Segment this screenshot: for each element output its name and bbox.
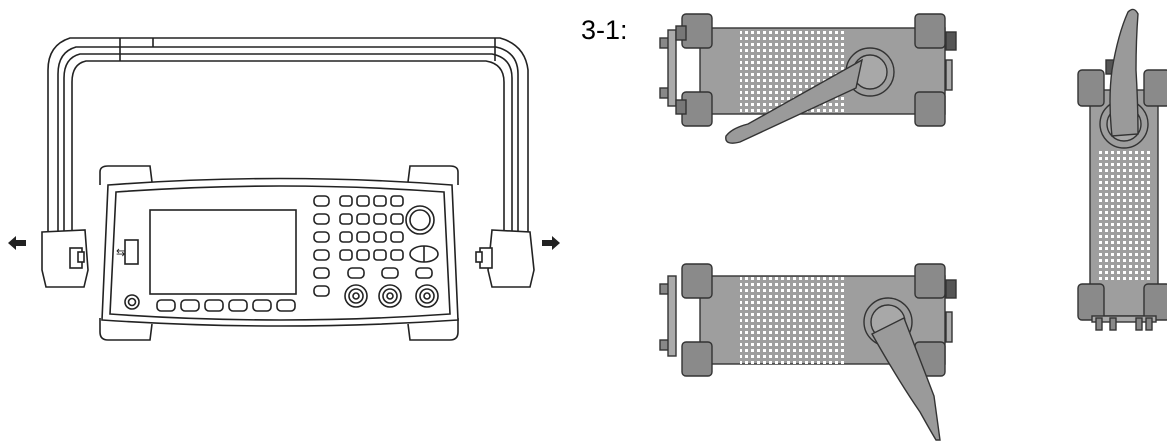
left-arrow-icon [8, 236, 26, 250]
carrying-handle [47, 37, 529, 232]
figure-label: 3-1: [581, 15, 628, 45]
right-arrow-icon [542, 236, 560, 250]
svg-text:⇆: ⇆ [116, 246, 125, 259]
front-view-handle-removal: ⇆ [8, 37, 560, 341]
side-view-handle-up-vertical [1077, 8, 1167, 331]
instrument-front-panel: ⇆ [99, 165, 459, 341]
side-view-handle-down [659, 13, 957, 144]
right-handle-cap [475, 229, 535, 288]
side-view-handle-angled [659, 263, 957, 441]
left-handle-cap [41, 229, 89, 288]
